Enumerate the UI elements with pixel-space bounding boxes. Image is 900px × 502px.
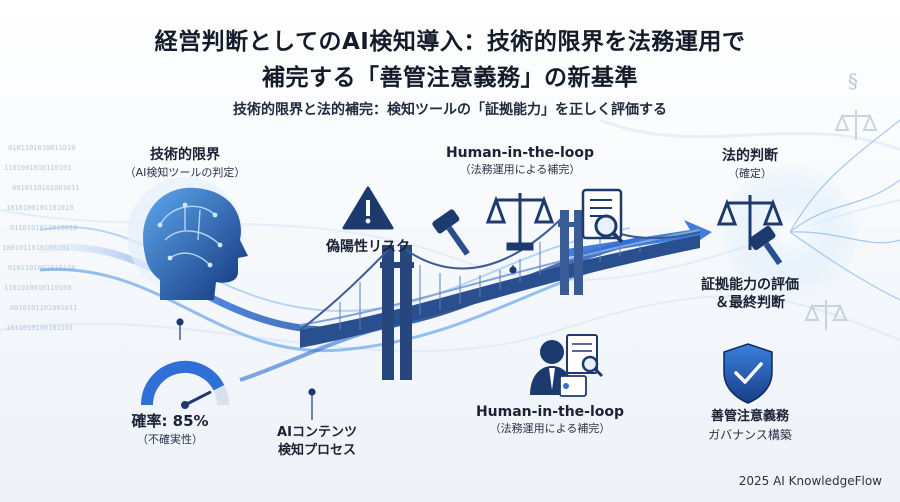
- probability-sub: （不確実性）: [137, 433, 203, 446]
- svg-text:1011010100101101: 1011010100101101: [6, 324, 73, 332]
- svg-text:0010101101001011: 0010101101001011: [10, 304, 77, 312]
- governance-line2: ガバナンス構築: [708, 428, 792, 442]
- false-positive-label: 偽陽性リスク: [326, 239, 410, 255]
- svg-text:0010110101001011: 0010110101001011: [12, 184, 79, 192]
- gavel-icon: [432, 209, 470, 256]
- reviewer-person-icon: [530, 334, 604, 397]
- scales-icon: [485, 193, 555, 251]
- light-rays: [789, 119, 900, 301]
- evidence-eval-label: 証拠能力の評価 ＆最終判断: [680, 276, 820, 312]
- hitl-bottom-title: Human-in-the-loop: [475, 404, 625, 420]
- governance-label: 善管注意義務 ガバナンス構築: [690, 408, 810, 444]
- title-line-1: 経営判断としてのAI検知導入：技術的限界を法務運用で: [154, 29, 746, 55]
- shield-check-icon: [723, 343, 773, 404]
- document-search-icon: [581, 188, 624, 244]
- svg-text:1010100101101010: 1010100101101010: [6, 204, 73, 212]
- footer-credit: 2025 AI KnowledgeFlow: [738, 474, 882, 488]
- hitl-top-title: Human-in-the-loop: [445, 145, 595, 161]
- faint-scales-icon: [804, 110, 878, 330]
- hitl-top-sub: （法務運用による補完）: [459, 163, 581, 176]
- legal-judgment-sub: （確定）: [728, 167, 772, 180]
- svg-text:1001011010100101: 1001011010100101: [2, 244, 69, 252]
- bridge: [299, 210, 701, 380]
- judgment-gavel-icon: [748, 225, 783, 266]
- evidence-eval-line1: 証拠能力の評価: [701, 277, 799, 293]
- hitl-bottom-label: Human-in-the-loop （法務運用による補完）: [455, 404, 645, 436]
- probability-label: 確率: 85% （不確実性）: [110, 410, 230, 447]
- tech-limit-sub: （AI検知ツールの判定）: [124, 166, 246, 179]
- svg-text:0101101010011010: 0101101010011010: [8, 144, 75, 152]
- svg-text:0110101011010010: 0110101011010010: [10, 224, 77, 232]
- flow-arrow: [560, 220, 712, 258]
- svg-text:1101010010110100: 1101010010110100: [4, 284, 71, 292]
- section-sign-icon: §: [848, 69, 858, 93]
- ai-brain-head-icon: [127, 177, 248, 300]
- connector-lines: [176, 265, 517, 420]
- legal-judgment-title: 法的判断: [722, 148, 778, 164]
- governance-line1: 善管注意義務: [710, 409, 789, 424]
- evidence-eval-line2: ＆最終判断: [715, 295, 785, 311]
- hitl-bottom-sub: （法務運用による補完）: [489, 422, 611, 435]
- warning-icon: [342, 186, 394, 230]
- svg-text:1101001010110101: 1101001010110101: [4, 164, 71, 172]
- tech-limit-title: 技術的限界: [150, 147, 220, 163]
- ai-process-line2: 検知プロセス: [277, 443, 356, 458]
- legal-judgment-label: 法的判断 （確定）: [690, 145, 810, 181]
- hitl-top-label: Human-in-the-loop （法務運用による補完）: [430, 145, 610, 177]
- svg-text:0101101001010110: 0101101001010110: [8, 264, 75, 272]
- tech-limit-label: 技術的限界 （AI検知ツールの判定）: [100, 144, 270, 180]
- ai-process-label: AIコンテンツ 検知プロセス: [262, 424, 372, 460]
- subtitle: 技術的限界と法的補完：検知ツールの「証拠能力」を正しく評価する: [233, 102, 667, 118]
- ai-process-line1: AIコンテンツ: [277, 425, 357, 440]
- probability-gauge: [140, 360, 229, 409]
- binary-stream: 0101101010011010 1101001010110101 001011…: [2, 144, 79, 332]
- title-line-2: 補完する「善管注意義務」の新基準: [262, 65, 638, 91]
- probability-value: 確率: 85%: [131, 412, 209, 430]
